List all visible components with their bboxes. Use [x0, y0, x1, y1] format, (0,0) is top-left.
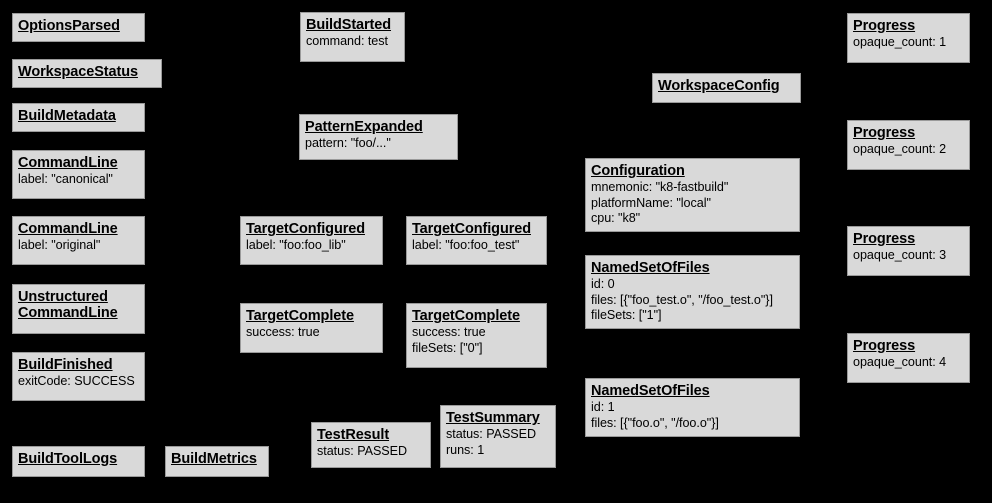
node-field: success: true: [412, 325, 486, 340]
node-workspace-config[interactable]: WorkspaceConfig: [652, 73, 801, 103]
node-title: NamedSetOfFiles: [591, 260, 710, 276]
node-build-metadata[interactable]: BuildMetadata: [12, 103, 145, 132]
node-fields: opaque_count: 2: [853, 142, 964, 157]
node-fields: mnemonic: "k8-fastbuild"platformName: "l…: [591, 180, 794, 226]
node-fields: label: "foo:foo_test": [412, 238, 541, 253]
node-field: opaque_count: 2: [853, 142, 947, 157]
node-title: CommandLine: [18, 221, 118, 237]
node-title: Progress: [853, 18, 916, 34]
node-fields: status: PASSED: [317, 444, 425, 459]
node-title: OptionsParsed: [18, 18, 120, 34]
node-fields: label: "canonical": [18, 172, 139, 187]
node-title: TestResult: [317, 427, 390, 443]
node-title: CommandLine: [18, 155, 118, 171]
node-field: pattern: "foo/...": [305, 136, 391, 151]
node-title: Configuration: [591, 163, 685, 179]
node-title: Progress: [853, 338, 916, 354]
node-fields: pattern: "foo/...": [305, 136, 452, 151]
node-field: opaque_count: 4: [853, 355, 947, 370]
node-unstructured-command-line[interactable]: Unstructured CommandLine: [12, 284, 145, 334]
node-title: TargetConfigured: [246, 221, 365, 237]
node-title: BuildStarted: [306, 17, 392, 33]
node-title: TestSummary: [446, 410, 540, 426]
node-field: label: "foo:foo_test": [412, 238, 520, 253]
node-title: TargetComplete: [412, 308, 520, 324]
node-fields: success: true: [246, 325, 377, 340]
node-title: TargetConfigured: [412, 221, 531, 237]
node-title: Progress: [853, 125, 916, 141]
node-field: id: 1: [591, 400, 615, 415]
node-title: WorkspaceConfig: [658, 78, 780, 94]
node-field: command: test: [306, 34, 388, 49]
node-workspace-status[interactable]: WorkspaceStatus: [12, 59, 162, 88]
node-build-tool-logs[interactable]: BuildToolLogs: [12, 446, 145, 477]
node-field: runs: 1: [446, 442, 485, 457]
node-title: Progress: [853, 231, 916, 247]
node-fields: exitCode: SUCCESS: [18, 374, 139, 389]
node-field: exitCode: SUCCESS: [18, 374, 135, 389]
node-field: files: [{"foo_test.o", "/foo_test.o"}]: [591, 292, 773, 307]
node-title: BuildMetadata: [18, 108, 116, 124]
node-title: BuildToolLogs: [18, 451, 118, 467]
node-fields: label: "foo:foo_lib": [246, 238, 377, 253]
node-fields: label: "original": [18, 238, 139, 253]
node-field: label: "canonical": [18, 172, 113, 187]
node-title: WorkspaceStatus: [18, 64, 138, 80]
node-field: mnemonic: "k8-fastbuild": [591, 180, 729, 195]
node-field: platformName: "local": [591, 195, 711, 210]
node-field: fileSets: ["0"]: [412, 340, 483, 355]
node-fields: opaque_count: 1: [853, 35, 964, 50]
node-fields: command: test: [306, 34, 399, 49]
node-build-metrics[interactable]: BuildMetrics: [165, 446, 269, 477]
node-field: success: true: [246, 325, 320, 340]
node-title: PatternExpanded: [305, 119, 423, 135]
node-field: id: 0: [591, 277, 615, 292]
node-fields: opaque_count: 4: [853, 355, 964, 370]
node-field: opaque_count: 3: [853, 248, 947, 263]
node-options-parsed[interactable]: OptionsParsed: [12, 13, 145, 42]
node-field: fileSets: ["1"]: [591, 307, 662, 322]
node-title: Unstructured CommandLine: [18, 289, 118, 322]
node-field: label: "foo:foo_lib": [246, 238, 346, 253]
node-title: BuildFinished: [18, 357, 113, 373]
node-field: status: PASSED: [317, 444, 408, 459]
node-title: TargetComplete: [246, 308, 354, 324]
node-title: BuildMetrics: [171, 451, 257, 467]
node-title: NamedSetOfFiles: [591, 383, 710, 399]
node-fields: opaque_count: 3: [853, 248, 964, 263]
node-field: opaque_count: 1: [853, 35, 947, 50]
node-field: status: PASSED: [446, 427, 537, 442]
node-field: files: [{"foo.o", "/foo.o"}]: [591, 415, 719, 430]
node-field: label: "original": [18, 238, 101, 253]
node-field: cpu: "k8": [591, 210, 641, 225]
